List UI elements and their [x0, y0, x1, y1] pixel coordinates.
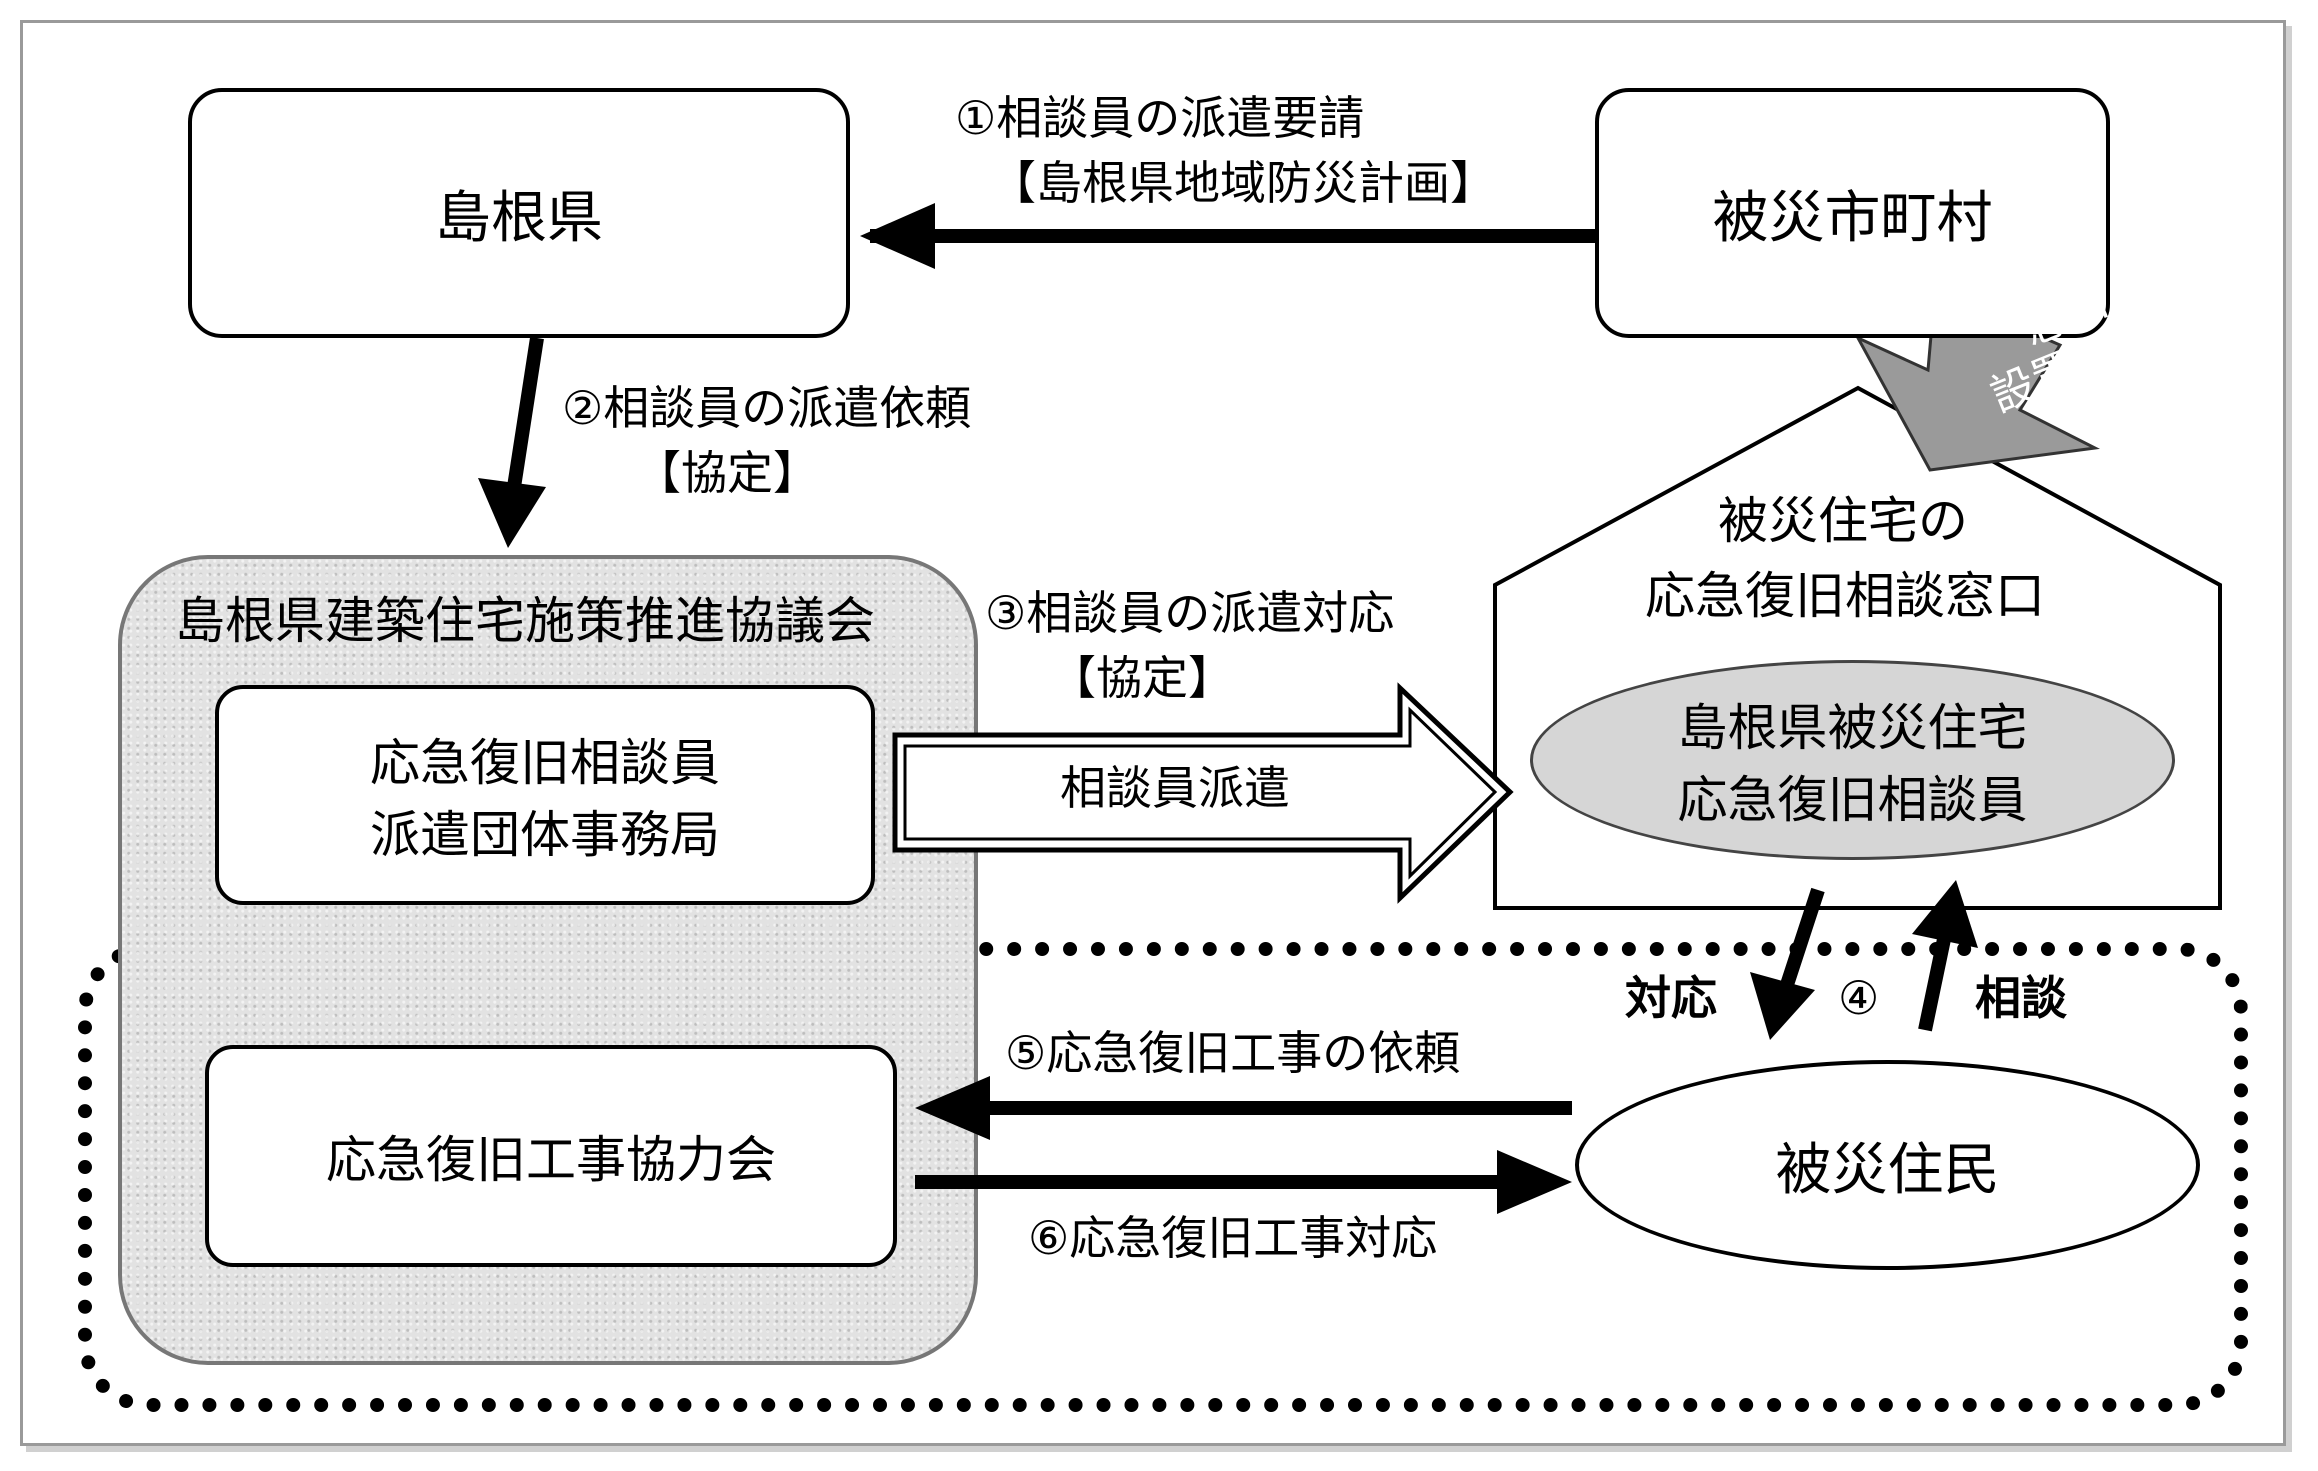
step4-respond-label: 対応: [1625, 971, 1717, 1025]
window-label-1: 被災住宅の: [1718, 492, 1968, 550]
dispatch-office-box: 応急復旧相談員 派遣団体事務局: [215, 685, 875, 905]
step2-arrow: [505, 336, 544, 502]
shimane-prefecture-box: 島根県: [188, 88, 850, 338]
dispatch-arrow-label: 相談員派遣: [1060, 761, 1290, 815]
residents-ellipse: 被災住民: [1575, 1060, 2200, 1270]
consultant-label-2: 応急復旧相談員: [1677, 771, 2028, 829]
repair-association-box: 応急復旧工事協力会: [205, 1045, 897, 1267]
step4-number: ④: [1838, 971, 1880, 1025]
residents-label: 被災住民: [1775, 1137, 2000, 1203]
council-label: 島根県建築住宅施策推進協議会: [175, 592, 875, 650]
step1-label-2: 【島根県地域防災計画】: [990, 156, 1496, 210]
step3-label-1: ③相談員の派遣対応: [985, 586, 1395, 640]
shimane-prefecture-label: 島根県: [435, 185, 603, 251]
step2-label-2: 【協定】: [635, 446, 819, 500]
window-label-2: 応急復旧相談窓口: [1645, 567, 2045, 625]
step4-respond-arrow: [1775, 887, 1825, 1003]
step1-arrowhead: [860, 203, 935, 269]
step5-label: ⑤応急復旧工事の依頼: [1005, 1026, 1461, 1080]
step3-label-2: 【協定】: [1050, 651, 1234, 705]
step2-arrowhead: [478, 478, 546, 548]
consultant-label-1: 島根県被災住宅: [1677, 699, 2028, 757]
step1-label-1: ①相談員の派遣要請: [955, 91, 1365, 145]
step6-label: ⑥応急復旧工事対応: [1028, 1211, 1438, 1265]
affected-municipality-box: 被災市町村: [1595, 88, 2110, 338]
dispatch-office-label-2: 派遣団体事務局: [370, 806, 720, 864]
consultant-ellipse: 島根県被災住宅 応急復旧相談員: [1530, 660, 2175, 860]
repair-association-label: 応急復旧工事協力会: [326, 1131, 776, 1189]
affected-municipality-label: 被災市町村: [1712, 185, 1993, 251]
step2-label-1: ②相談員の派遣依頼: [562, 381, 972, 435]
step4-consult-label: 相談: [1975, 971, 2067, 1025]
dispatch-hollow-arrow: [892, 682, 1514, 904]
dispatch-office-label-1: 応急復旧相談員: [370, 734, 720, 792]
